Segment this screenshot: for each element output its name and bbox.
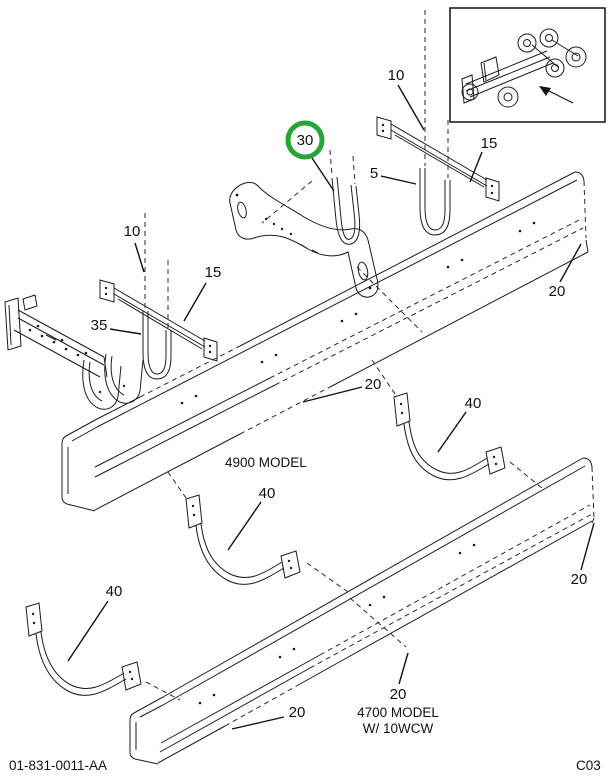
callout-40-middle: 40 [227,485,276,551]
crossmember-gusset-part [229,182,379,298]
alignment-dashed-lines [145,180,543,701]
callout-label: 10 [124,223,141,240]
page-code: C03 [576,758,601,773]
callout-label: 10 [388,67,405,84]
u-bolt-left [142,213,172,380]
callout-label: 20 [549,283,566,300]
callout-label: 5 [370,165,378,182]
chassis-thumbnail-inset [449,7,606,123]
callout-40-left: 40 [67,583,123,662]
callout-label: 15 [205,264,222,281]
support-strap-right [393,392,506,481]
callout-20-upper-right: 20 [549,243,582,300]
callout-20-upper-mid: 20 [302,376,382,403]
callout-15-top: 15 [469,135,498,183]
callout-label: 30 [297,132,314,149]
callout-label: 20 [365,376,382,393]
drawing-number: 01-831-0011-AA [9,758,107,773]
callout-20-lower-left: 20 [231,704,306,730]
crossmember-assembly-part [4,294,144,410]
support-strap-left [25,602,142,696]
callout-10-top: 10 [388,67,425,131]
highlight-circle [285,120,325,160]
model-4700-label-line2: W/ 10WCW [363,721,434,736]
callout-5: 5 [370,165,417,185]
callout-35: 35 [91,317,142,335]
callout-label: 40 [106,583,123,600]
callout-20-lower-right: 20 [571,522,595,588]
callout-label: 20 [390,686,407,703]
callout-40-right: 40 [437,395,482,453]
callout-30-highlighted: 30 [285,120,335,192]
callout-label: 20 [289,704,306,721]
lower-frame-rail [129,457,595,765]
arrow-icon [539,86,574,104]
model-4700-label-line1: 4700 MODEL [357,705,439,720]
model-4900-label: 4900 MODEL [225,455,307,470]
callout-10-left: 10 [124,223,145,273]
upper-frame-rail [61,171,589,512]
callout-label: 40 [465,395,482,412]
wheel-icons [461,28,587,108]
callout-label: 35 [91,317,108,334]
callout-label: 40 [259,485,276,502]
u-bolt-right [419,10,451,236]
callout-label: 20 [571,571,588,588]
callout-20-lower-mid: 20 [390,652,409,703]
crossmember-bar-top [376,116,500,202]
callout-label: 15 [481,135,498,152]
crossmember-bar-left [99,279,218,362]
callout-15-left: 15 [183,264,222,322]
support-strap-middle [185,494,301,585]
